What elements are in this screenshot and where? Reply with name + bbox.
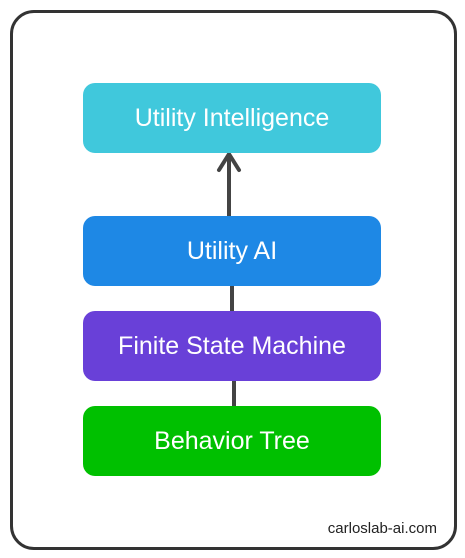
node-utility-intelligence: Utility Intelligence (83, 83, 381, 153)
credit-text: carloslab-ai.com (327, 520, 437, 537)
node-behavior-tree: Behavior Tree (83, 406, 381, 476)
node-utility-ai: Utility AI (83, 216, 381, 286)
node-finite-state-machine: Finite State Machine (83, 311, 381, 381)
